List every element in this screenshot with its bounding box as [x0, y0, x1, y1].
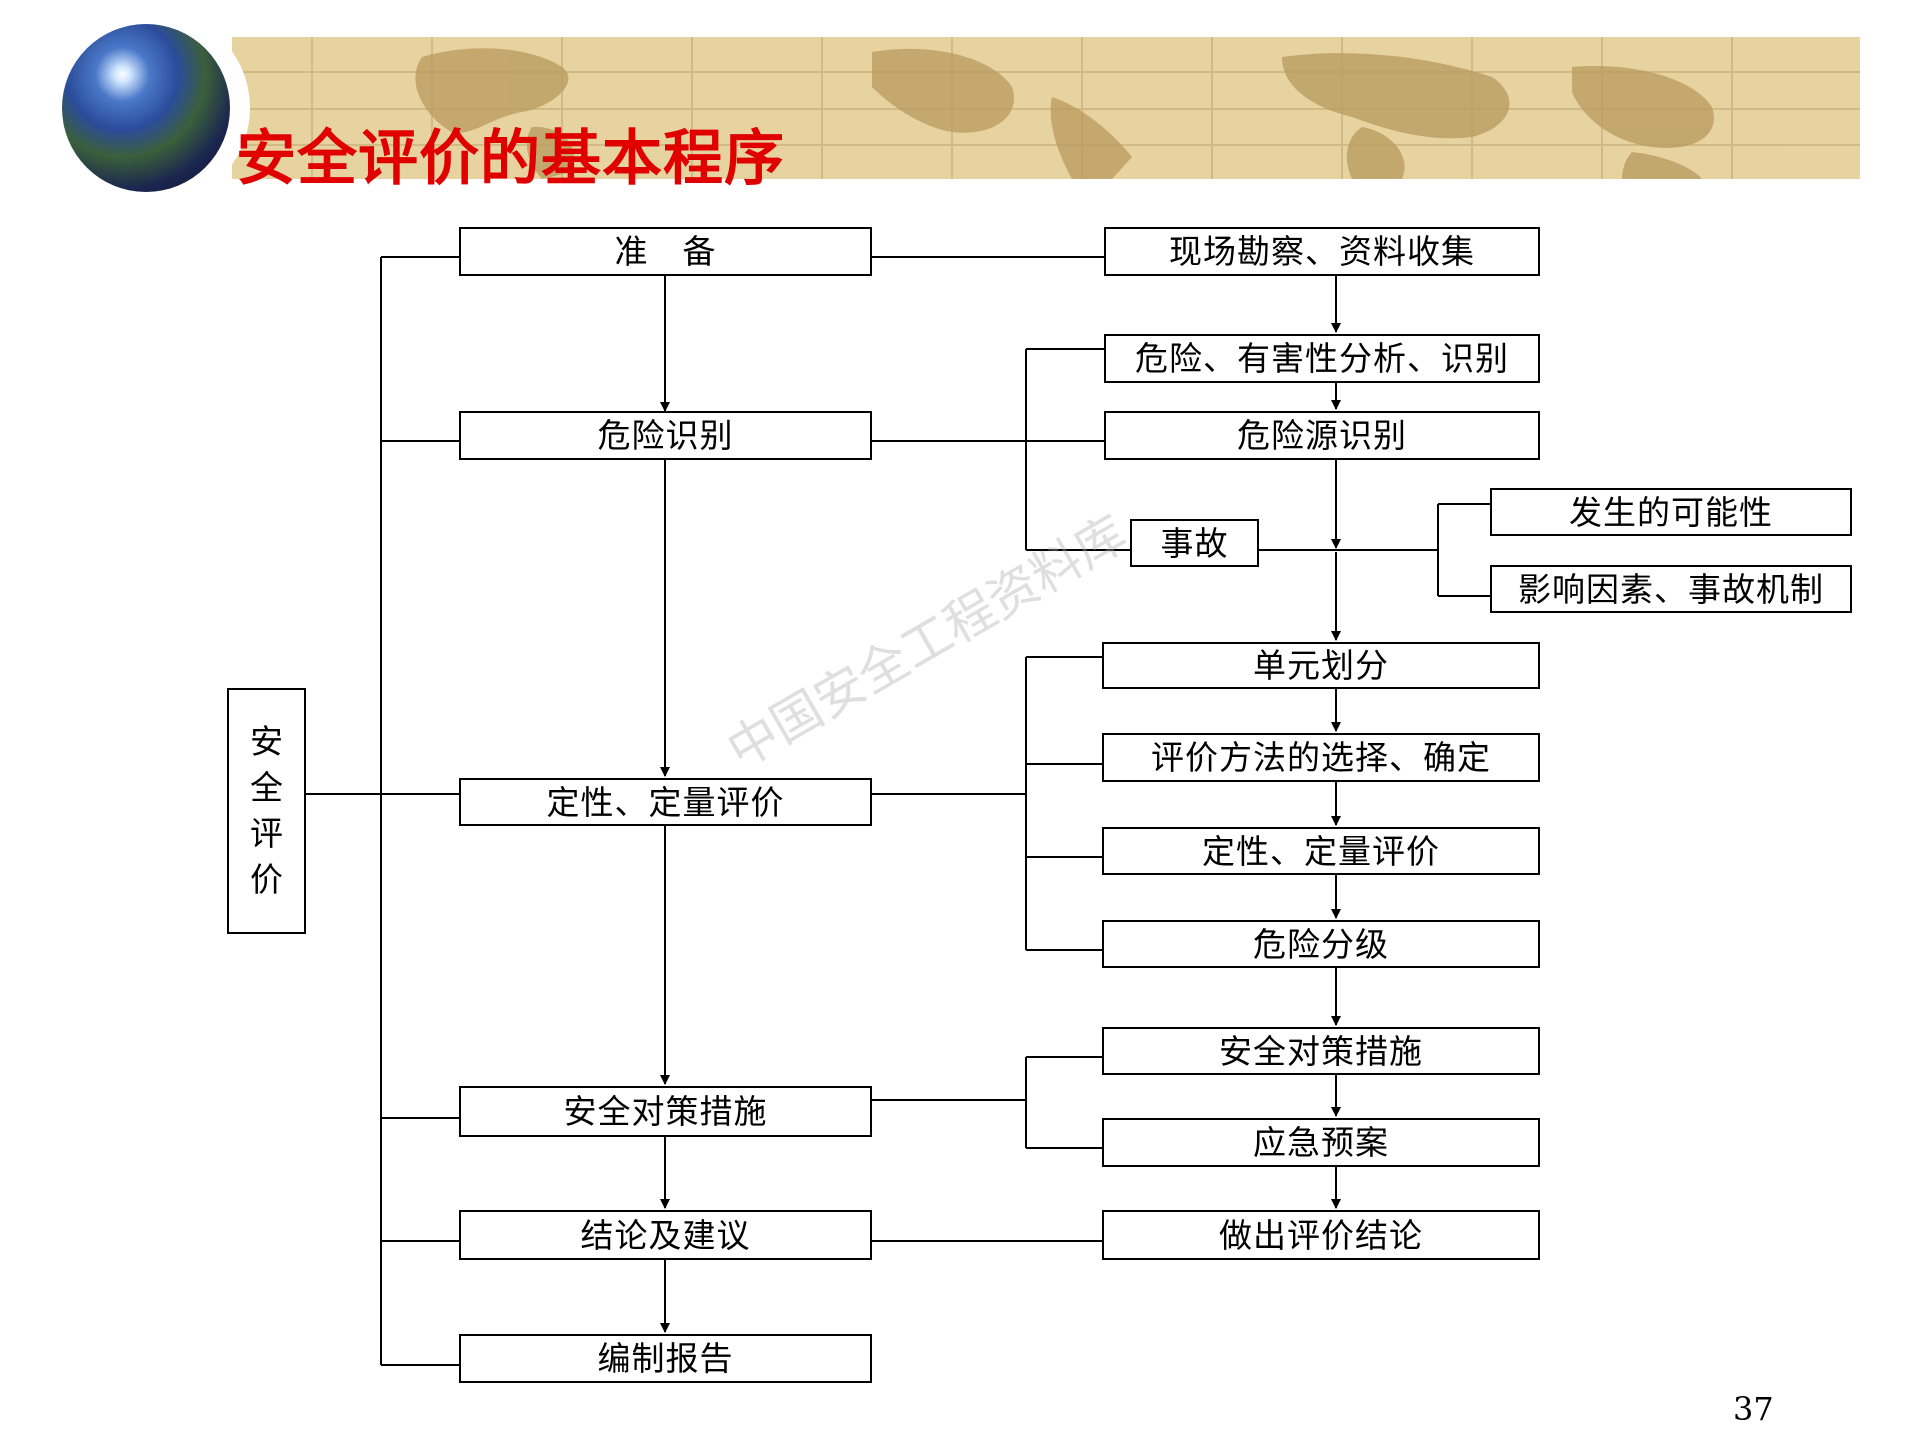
box-label: 准 备 — [614, 232, 717, 271]
conclusions-suggestions-box: 结论及建议 — [459, 1210, 872, 1260]
main-label-char: 全 — [250, 768, 283, 807]
box-label: 发生的可能性 — [1569, 492, 1773, 532]
factors-mechanism-box: 影响因素、事故机制 — [1490, 565, 1852, 613]
box-label: 评价方法的选择、确定 — [1151, 738, 1491, 777]
hazard-identification-box: 危险识别 — [459, 411, 872, 460]
hazard-analysis-box: 危险、有害性分析、识别 — [1104, 334, 1540, 383]
box-label: 定性、定量评价 — [546, 782, 785, 822]
box-label: 安全对策措施 — [563, 1092, 768, 1131]
conclusion-box: 做出评价结论 — [1102, 1210, 1540, 1260]
main-label-char: 价 — [250, 860, 283, 899]
box-label: 定性、定量评价 — [1202, 831, 1440, 871]
qualitative-quantitative-detail-box: 定性、定量评价 — [1102, 827, 1540, 875]
world-map-decoration — [232, 37, 1860, 179]
slide-title: 安全评价的基本程序 — [236, 124, 785, 194]
safety-evaluation-box: 安 全 评 价 — [227, 688, 306, 934]
page-number: 37 — [1733, 1390, 1774, 1428]
box-label: 危险、有害性分析、识别 — [1135, 339, 1509, 378]
hazard-source-box: 危险源识别 — [1104, 411, 1540, 460]
hazard-grading-box: 危险分级 — [1102, 920, 1540, 968]
compile-report-box: 编制报告 — [459, 1334, 872, 1383]
safety-measures-detail-box: 安全对策措施 — [1102, 1027, 1540, 1075]
unit-division-box: 单元划分 — [1102, 642, 1540, 689]
likelihood-box: 发生的可能性 — [1490, 488, 1852, 536]
box-label: 安全对策措施 — [1219, 1031, 1423, 1071]
box-label: 危险识别 — [597, 416, 734, 455]
box-label: 做出评价结论 — [1219, 1215, 1423, 1255]
main-label-char: 安 — [250, 722, 283, 761]
box-label: 结论及建议 — [580, 1215, 751, 1255]
main-label-char: 评 — [250, 814, 283, 853]
box-label: 影响因素、事故机制 — [1518, 569, 1824, 609]
box-label: 应急预案 — [1253, 1123, 1389, 1162]
prepare-box: 准 备 — [459, 227, 872, 276]
globe-logo — [62, 24, 230, 192]
qualitative-quantitative-box: 定性、定量评价 — [459, 778, 872, 826]
box-label: 危险源识别 — [1237, 416, 1407, 455]
method-selection-box: 评价方法的选择、确定 — [1102, 733, 1540, 782]
emergency-plan-box: 应急预案 — [1102, 1118, 1540, 1167]
box-label: 编制报告 — [597, 1339, 734, 1378]
box-label: 单元划分 — [1253, 646, 1389, 685]
box-label: 事故 — [1160, 523, 1229, 563]
box-label: 现场勘察、资料收集 — [1169, 232, 1475, 271]
accident-box: 事故 — [1130, 519, 1259, 567]
site-survey-box: 现场勘察、资料收集 — [1104, 227, 1540, 276]
safety-measures-box: 安全对策措施 — [459, 1086, 872, 1137]
box-label: 危险分级 — [1253, 924, 1389, 964]
header-banner — [232, 37, 1860, 179]
